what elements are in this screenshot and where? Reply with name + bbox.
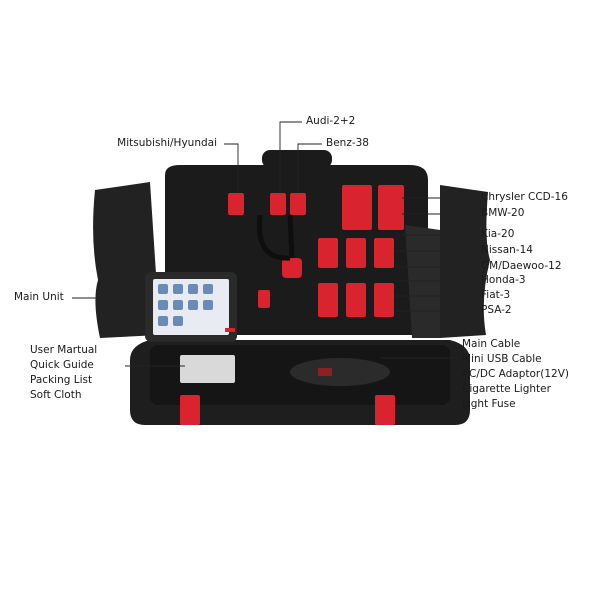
adapter [228,193,244,215]
label-light-fuse: Light Fuse [462,398,516,410]
adapter [342,185,372,230]
left-door [93,182,160,338]
label-main-unit: Main Unit [14,291,64,303]
screen-icons [158,284,213,326]
label-user-manual: User Martual [30,344,98,356]
adapter [346,283,366,317]
leader-lines [72,121,478,367]
left-latch [180,395,200,425]
label-audi: Audi-2+2 [306,115,356,127]
label-chrysler: Chrysler CCD-16 [481,191,568,203]
adapter [318,283,338,317]
adapter [318,238,338,268]
label-mini-usb: Mini USB Cable [462,353,542,365]
cable-bundle [290,358,390,386]
adapter [270,193,286,215]
adapter [282,258,302,278]
cables [256,214,295,261]
tablet-red-accent [225,328,235,332]
label-honda: Honda-3 [481,274,526,286]
adapters-top [228,185,404,317]
label-kia: Kia-20 [481,228,515,240]
label-acdc-adaptor: AC/DC Adaptor(12V) [462,368,569,380]
case-handle [262,150,332,168]
adapter [290,193,306,215]
label-benz: Benz-38 [326,137,369,149]
label-main-cable: Main Cable [462,338,521,350]
label-quick-guide: Quick Guide [30,359,94,371]
right-foam-panel [405,225,440,338]
label-psa: PSA-2 [481,304,512,316]
label-soft-cloth: Soft Cloth [30,389,82,401]
label-nissan: Nissan-14 [481,244,533,256]
label-packing-list: Packing List [30,374,93,386]
label-fiat: Fiat-3 [481,289,511,301]
adapter [346,238,366,268]
adapter [378,185,404,230]
cable-red-part [318,368,332,376]
right-door [440,185,490,338]
adapter [374,283,394,317]
label-cigarette-lighter: Cigarette Lighter [462,383,551,395]
label-mitsubishi-hyundai: Mitsubishi/Hyundai [117,137,217,149]
label-bmw: BMW-20 [481,207,525,219]
right-latch [375,395,395,425]
label-gm-daewoo: GM/Daewoo-12 [481,260,562,272]
adapter [374,238,394,268]
documents [180,355,235,383]
adapter [258,290,270,308]
